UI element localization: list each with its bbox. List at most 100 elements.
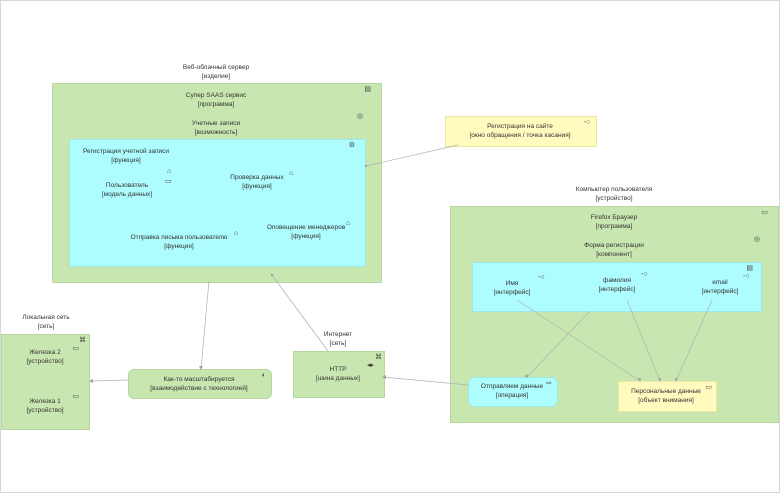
function-icon: ⌂ bbox=[289, 170, 294, 177]
program-icon: ▤ bbox=[364, 86, 371, 93]
arrow-head bbox=[199, 366, 203, 370]
internet-type: [сеть] bbox=[329, 340, 347, 347]
reg-form-name: Форма регистрации bbox=[584, 242, 644, 249]
internet-label: Интернет [сеть] bbox=[308, 330, 368, 348]
site-registration-type: [окно обращения / точка касания] bbox=[469, 132, 571, 139]
personal-data-type: [объект внимания] bbox=[638, 397, 694, 404]
user-model-name: Пользователь bbox=[105, 182, 149, 189]
site-registration-label: Регистрация на сайте [окно обращения / т… bbox=[450, 122, 590, 140]
iface-email-label: email [интерфейс] bbox=[690, 278, 750, 296]
http-label: HTTP [шина данных] bbox=[303, 365, 373, 383]
hw2-label: Железка 2 [устройство] bbox=[10, 348, 80, 366]
registration-component[interactable]: ⚙ ▭ ⌂ ⌂ ⌂ ⌂ bbox=[69, 139, 366, 267]
edge-form-senddata bbox=[526, 310, 591, 378]
iface-name-type: [интерфейс] bbox=[493, 289, 531, 296]
http-type: [шина данных] bbox=[316, 375, 360, 382]
function-icon: ⌂ bbox=[167, 168, 172, 175]
send-letter-name: Отправка письма пользователю bbox=[130, 234, 228, 241]
bus-icon: ◂▸ bbox=[366, 362, 374, 369]
edge-touchpoint-component bbox=[365, 144, 459, 167]
component-icon: ⚙ bbox=[348, 142, 355, 149]
arrow-head bbox=[89, 379, 93, 383]
component-icon: ▤ bbox=[746, 265, 753, 272]
iface-email-type: [интерфейс] bbox=[701, 288, 739, 295]
web-server-name: Веб-облачный сервер bbox=[182, 64, 250, 71]
http-bus[interactable]: ⌘ ◂▸ bbox=[293, 351, 385, 398]
iface-name-name: Имя bbox=[505, 280, 519, 287]
edge-scaling-localnet bbox=[89, 379, 129, 382]
hw1-name: Железка 1 bbox=[29, 398, 61, 405]
edge-saas-scaling bbox=[200, 280, 210, 370]
function-icon: ⌂ bbox=[346, 220, 351, 227]
local-net-name: Локальная сеть bbox=[22, 314, 70, 321]
http-name: HTTP bbox=[329, 366, 347, 373]
internet-name: Интернет bbox=[323, 331, 353, 338]
edge-email-personal bbox=[675, 299, 713, 382]
program-icon: ◎ bbox=[753, 236, 760, 243]
accounts-name: Учетные записи bbox=[191, 120, 241, 127]
reg-form-component[interactable]: ▤ -○ -○ -○ bbox=[472, 262, 762, 312]
network-icon: ⌘ bbox=[79, 337, 86, 344]
local-net-label: Локальная сеть [сеть] bbox=[6, 313, 86, 331]
send-data-type: [операция] bbox=[495, 392, 529, 399]
device-icon: ▭ bbox=[761, 209, 768, 216]
web-server-type: [изделие] bbox=[201, 73, 231, 80]
scaling-name: Как-то масштабируется bbox=[163, 376, 235, 383]
web-server-label: Веб-облачный сервер [изделие] bbox=[166, 63, 266, 81]
registration-account-type: [функция] bbox=[111, 157, 141, 164]
edge-saas-http bbox=[271, 274, 329, 352]
notify-managers-type: [функция] bbox=[291, 233, 321, 240]
accounts-label: Учетные записи [возможность] bbox=[166, 119, 266, 137]
send-letter-label: Отправка письма пользователю [функция] bbox=[124, 233, 234, 251]
hw1-label: Железка 1 [устройство] bbox=[10, 397, 80, 415]
data-check-name: Проверка данных bbox=[230, 174, 284, 181]
object-icon: ▭ bbox=[705, 384, 712, 391]
edge-end-marker bbox=[364, 164, 368, 168]
arrow-head bbox=[525, 374, 529, 378]
send-data-label: Отправляем данные [операция] bbox=[472, 382, 552, 400]
send-data-name: Отправляем данные bbox=[480, 383, 544, 390]
notify-managers-name: Оповещение менеджеров bbox=[266, 224, 346, 231]
personal-data-object[interactable]: ▭ bbox=[618, 381, 717, 412]
firefox-type: [программа] bbox=[595, 223, 633, 230]
network-icon: ⌘ bbox=[375, 354, 382, 361]
accounts-type: [возможность] bbox=[194, 129, 238, 136]
iface-surname-name: фамилия bbox=[602, 277, 631, 284]
personal-data-name: Персональные данные bbox=[631, 388, 701, 395]
local-net-type: [сеть] bbox=[37, 323, 55, 330]
edge-surname-personal bbox=[626, 299, 661, 382]
personal-data-label: Персональные данные [объект внимания] bbox=[621, 387, 711, 405]
site-registration-touchpoint[interactable]: -○ bbox=[445, 116, 597, 147]
function-icon: ⌂ bbox=[234, 230, 239, 237]
hw1-type: [устройство] bbox=[26, 407, 64, 414]
operation-icon: ⇨ bbox=[546, 380, 552, 387]
device-icon: ▭ bbox=[72, 345, 79, 352]
hw2-name: Железка 2 bbox=[29, 349, 61, 356]
reg-form-type: [компонент] bbox=[596, 251, 632, 258]
saas-type: [программа] bbox=[197, 101, 235, 108]
notify-managers-label: Оповещение менеджеров [функция] bbox=[261, 223, 351, 241]
data-check-label: Проверка данных [функция] bbox=[217, 173, 297, 191]
reg-form-label: Форма регистрации [компонент] bbox=[564, 241, 664, 259]
user-model-type: [модель данных] bbox=[101, 191, 153, 198]
arrow-head bbox=[382, 375, 386, 379]
interface-icon: -○ bbox=[538, 274, 545, 281]
iface-surname-label: фамилия [интерфейс] bbox=[587, 276, 647, 294]
user-computer-name: Компьютер пользователя bbox=[575, 186, 653, 193]
send-data-operation[interactable]: ⇨ bbox=[468, 377, 558, 407]
local-net-node[interactable]: ⌘ ▭ ▭ bbox=[1, 334, 90, 430]
edge-end-marker bbox=[270, 273, 274, 277]
scaling-interaction[interactable]: ◐ bbox=[128, 369, 272, 399]
data-model-icon: ▭ bbox=[165, 178, 172, 185]
interaction-icon: ◐ bbox=[261, 372, 266, 379]
arrow-head bbox=[658, 378, 661, 382]
iface-email-name: email bbox=[712, 279, 728, 286]
capability-icon: ◎ bbox=[356, 113, 363, 120]
user-model-label: Пользователь [модель данных] bbox=[87, 181, 167, 199]
hw2-type: [устройство] bbox=[26, 358, 64, 365]
iface-name-label: Имя [интерфейс] bbox=[482, 279, 542, 297]
data-check-type: [функция] bbox=[242, 183, 272, 190]
scaling-label: Как-то масштабируется [взаимодействие с … bbox=[133, 375, 265, 393]
saas-name: Супер SAAS сервис bbox=[185, 92, 247, 99]
